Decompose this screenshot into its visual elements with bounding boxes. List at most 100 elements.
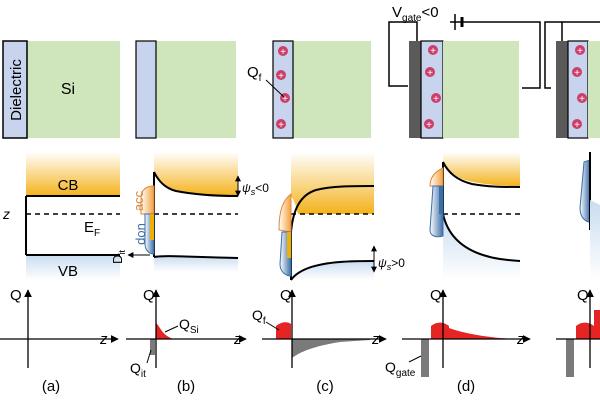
q-axis-label: Q [577,287,589,304]
svg-text:+: + [430,46,436,57]
panel-d-caption: (d) [457,378,475,395]
qgate-pointer [408,355,422,363]
gate-wire [561,21,600,41]
conduction-band-fill [443,152,520,186]
qf-charge [576,322,594,339]
silicon-region [588,41,600,138]
q-axis-label: Q [10,287,22,304]
valence-band-fill [26,255,120,280]
silicon-region [443,41,519,138]
valence-band-edge [153,255,239,259]
valence-band-fill [291,261,374,280]
svg-text:+: + [579,94,585,105]
svg-text:+: + [278,71,284,82]
fermi-label: EF [84,219,100,239]
q-axis-label: Q [280,287,292,304]
occupied-states-bar [439,186,443,214]
qit-charge [150,339,155,355]
cb-label: CB [58,177,79,194]
z-axis-label: z [371,331,380,348]
qf-charge [276,322,291,339]
dielectric-layer [272,40,294,139]
acceptor-states [429,167,444,187]
conduction-band-fill [154,152,238,196]
panel-b: acc don Dit ψs<0 Q z QSi Qit (b) [110,40,269,395]
dielectric-label: Dielectric [8,59,25,121]
z-axis-label: z [516,331,525,348]
panel-c: + + + + Qf ψs>0 Q z Qf (c) [247,40,405,395]
qit-pointer [146,349,152,364]
valence-band-fill [590,200,600,280]
acc-label: acc [131,190,146,211]
qsi-charge [449,328,516,339]
q-axis-label: Q [430,287,442,304]
gate-wire [544,21,562,89]
conduction-band-fill [26,152,120,196]
qsi-charge [594,310,600,339]
panel-e-partial: + + + + Q [544,21,600,377]
panel-b-caption: (b) [177,378,195,395]
svg-text:+: + [574,120,580,131]
dielectric-layer [2,40,28,139]
conduction-band-edge [442,161,521,188]
donor-states [579,159,591,223]
occupied-states-bar [287,232,291,258]
vgate-label: Vgate<0 [392,4,439,24]
dielectric-layer [135,40,157,139]
fixed-charges: + + + + [572,45,587,131]
svg-text:+: + [426,120,432,131]
svg-text:+: + [280,47,286,58]
qgate-charge [421,339,429,377]
psi-neg-label: ψs<0 [242,181,269,197]
silicon-region [293,41,371,138]
psi-pos-label: ψs>0 [378,256,405,272]
qit-label: Qit [130,360,146,380]
silicon-region [27,41,120,138]
svg-text:+: + [427,68,433,79]
svg-text:+: + [577,46,583,57]
qf-charge [431,322,449,339]
acceptor-states [140,185,155,215]
qf-charge-pointer [265,321,280,331]
qgate-charge [566,339,574,377]
fixed-charges: + + + + [276,46,290,131]
q-axis-label: Q [143,287,155,304]
dit-label: Dit [110,250,127,264]
svg-text:+: + [433,94,439,105]
silicon-region [156,41,236,138]
qsi-charge [156,323,174,339]
qsi-charge [292,339,370,358]
panel-a-caption: (a) [42,378,60,395]
occupied-states-bar [150,214,154,240]
qf-pointer [265,79,285,98]
gate-wire-right [450,21,541,89]
svg-text:+: + [278,120,284,131]
panel-c-caption: (c) [316,378,334,395]
z-axis-label: z [99,331,108,348]
qf-label: Qf [247,64,262,84]
fixed-charges: + + + + [424,45,441,131]
valence-band-edge [290,260,375,281]
z-axis-label: z [233,331,242,348]
z-label-edge: z [2,206,10,222]
vb-label: VB [58,263,78,280]
gate-electrode [409,41,421,138]
panel-d: Vgate<0 + + + + Q z Qgate (d) [385,4,541,395]
don-label: don [133,223,148,245]
gate-electrode [556,41,568,138]
qsi-label: QSi [179,316,199,336]
qgate-label: Qgate [385,359,416,379]
conduction-band-edge [153,171,239,197]
svg-text:+: + [282,94,288,105]
valence-band-edge [442,213,521,262]
conduction-band-fill [291,152,374,214]
qsi-pointer [164,325,179,333]
acceptor-states [278,192,292,233]
svg-text:+: + [574,68,580,79]
valence-band-fill [154,255,238,272]
qf-charge-label: Qf [252,307,266,327]
gate-wire [388,21,418,87]
panel-a: Dielectric Si CB VB EF z Q z (a) [0,40,120,395]
si-label: Si [61,81,75,98]
